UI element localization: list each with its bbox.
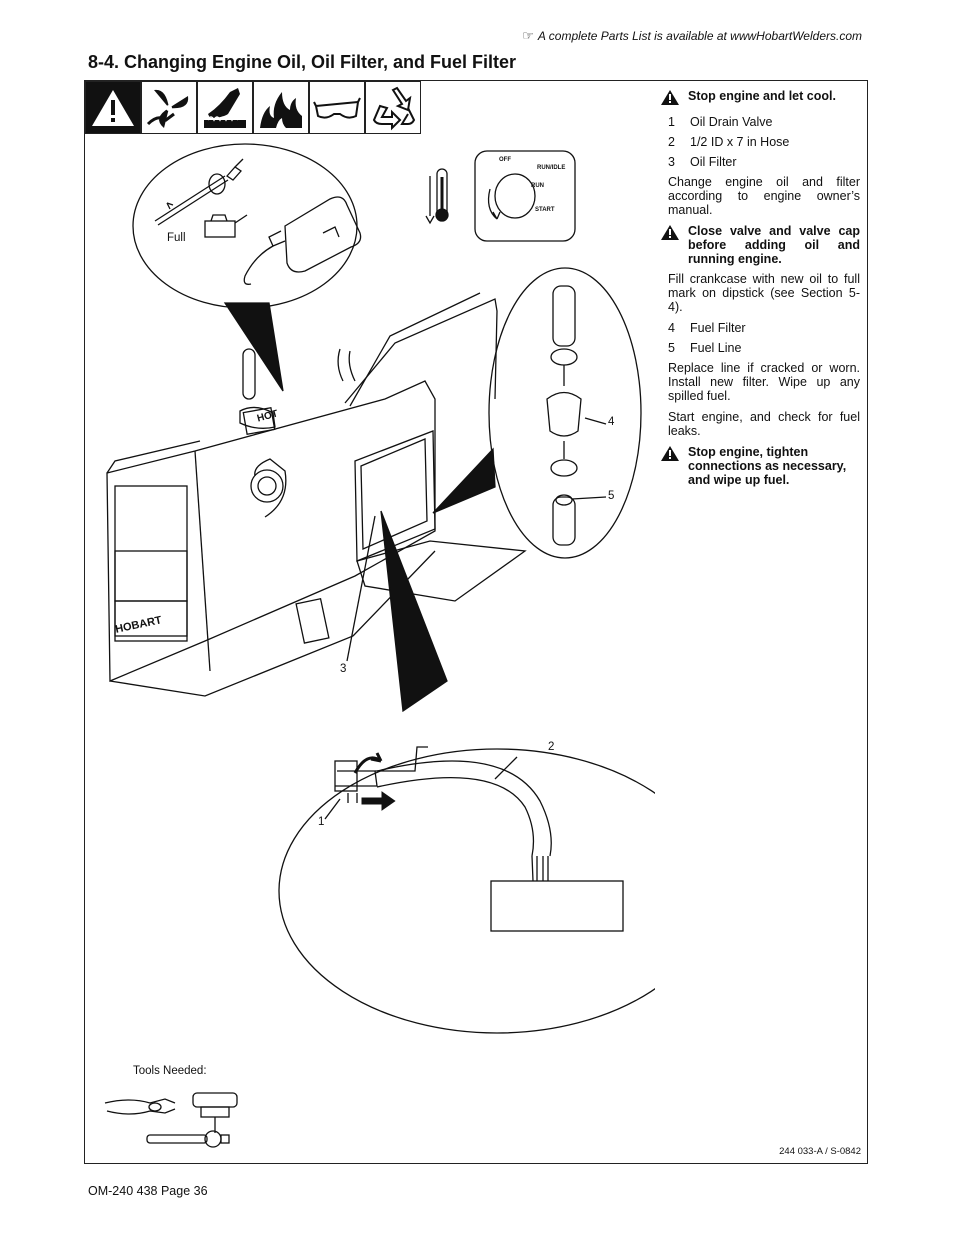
recycle-icon	[365, 81, 421, 134]
moving-parts-fan-icon	[141, 81, 197, 134]
oil-fuel-filter-illustration	[104, 143, 655, 1148]
oil-filter-wrench-icon	[192, 1092, 238, 1133]
warning-stop-engine: Stop engine and let cool.	[660, 89, 860, 109]
safety-glasses-icon	[309, 81, 365, 134]
ratchet-icon	[146, 1130, 230, 1148]
oil-can-icon	[204, 214, 248, 238]
oil-container-box	[490, 880, 624, 932]
oil-drain-inset	[278, 748, 655, 1034]
instruction-paragraph: Replace line if cracked or worn. Install…	[668, 361, 860, 403]
callout-2: 2	[548, 741, 555, 753]
switch-run-idle-label: RUN/IDLE	[537, 165, 566, 171]
warning-tighten-connections: Stop engine, tighten connections as nece…	[660, 445, 860, 487]
dipstick-icon	[154, 158, 244, 226]
switch-rotate-arrow	[487, 188, 501, 220]
parts-list-note: ☞A complete Parts List is available at w…	[522, 28, 862, 44]
fuel-filter-inset	[488, 267, 642, 559]
safety-icons-row	[85, 81, 421, 134]
callout-4: 4	[608, 416, 615, 428]
tools-needed-label: Tools Needed:	[133, 1065, 207, 1077]
warning-triangle-icon	[660, 89, 688, 109]
parts-list-note-text: A complete Parts List is available at ww…	[537, 29, 862, 43]
pliers-icon	[104, 1098, 176, 1115]
warning-triangle-icon	[660, 445, 688, 487]
fire-flames-icon	[253, 81, 309, 134]
callout-5: 5	[608, 490, 615, 502]
warning-triangle-icon	[660, 224, 688, 266]
thermometer-icon	[425, 168, 449, 225]
fuel-filter-icon	[546, 285, 582, 546]
figure-frame: Full 4 5 3 2 1 OFF RUN/IDLE RUN START HO…	[84, 80, 868, 1164]
pointing-hand-icon: ☞	[522, 28, 534, 43]
oil-bottle-icon	[243, 196, 362, 285]
pull-arrow	[361, 791, 396, 811]
switch-run-label: RUN	[531, 183, 544, 189]
dipstick-full-label: Full	[167, 232, 186, 244]
page-footer: OM-240 438 Page 36	[88, 1184, 208, 1198]
instruction-paragraph: Start engine, and check for fuel leaks.	[668, 410, 860, 438]
warning-triangle-icon	[85, 81, 141, 134]
engine-switch-knob	[494, 173, 536, 219]
warning-close-valve: Close valve and valve cap before adding …	[660, 224, 860, 266]
full-mark-arrow	[166, 202, 174, 210]
switch-start-label: START	[535, 207, 555, 213]
valve-turn-arrow	[353, 752, 383, 774]
drain-hose-icon	[376, 760, 552, 882]
callout-3: 3	[340, 663, 347, 675]
section-title: 8-4. Changing Engine Oil, Oil Filter, an…	[88, 52, 517, 72]
engine-switch-panel	[474, 150, 576, 242]
figure-code: 244 033-A / S-0842	[779, 1146, 861, 1157]
hot-surface-hand-icon	[197, 81, 253, 134]
switch-off-label: OFF	[499, 157, 511, 163]
instruction-paragraph: Change engine oil and filter according t…	[668, 175, 860, 217]
instruction-paragraph: Fill crankcase with new oil to full mark…	[668, 272, 860, 314]
callout-1: 1	[318, 816, 325, 828]
